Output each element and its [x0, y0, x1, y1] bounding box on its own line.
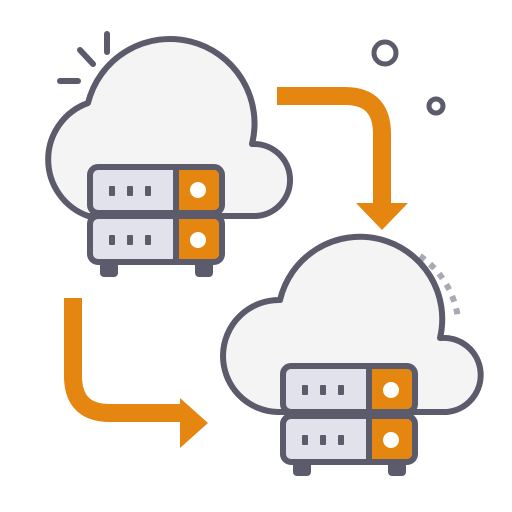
status-light [383, 432, 399, 448]
status-light [383, 382, 399, 398]
vent-slots [302, 435, 344, 445]
status-light [190, 182, 206, 198]
server-icon [87, 164, 225, 277]
server-unit [280, 363, 418, 415]
server-unit [87, 213, 225, 265]
dotted-arc-decoration [418, 253, 461, 319]
server-unit [280, 413, 418, 465]
server-unit [87, 164, 225, 216]
ring-icon [371, 39, 399, 67]
status-light [190, 232, 206, 248]
vent-slots [109, 186, 151, 196]
vent-slots [109, 235, 151, 245]
sparkle-icon [57, 31, 110, 84]
sync-arrow-icon [277, 87, 408, 230]
server-icon [280, 363, 418, 476]
sync-arrow-icon [64, 298, 208, 448]
ring-icon [426, 96, 446, 116]
vent-slots [302, 385, 344, 395]
